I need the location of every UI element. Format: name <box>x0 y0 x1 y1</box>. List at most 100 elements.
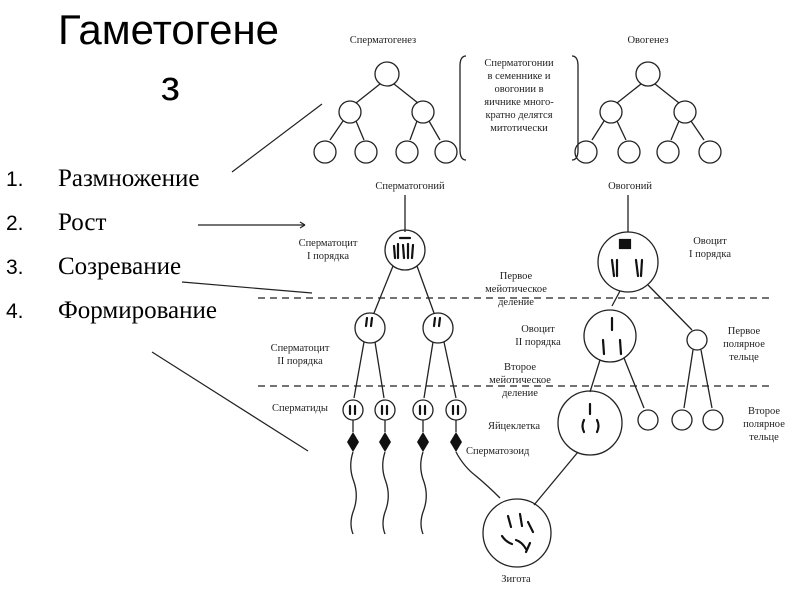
chromosomes-zygote <box>500 512 535 554</box>
stage-label: Размножение <box>58 165 200 192</box>
spermatogonium-cell <box>395 140 419 164</box>
polar-body-2-label: тельце <box>749 432 779 443</box>
spermatid-cell <box>412 399 434 421</box>
polar-body-2-cell <box>671 409 693 431</box>
note-line: в семеннике и <box>488 71 551 82</box>
stage-number: 1. <box>6 168 24 191</box>
oocyte-2-label: Овоцит <box>521 324 555 335</box>
arrow-formation <box>151 351 309 452</box>
chromosomes-spermatocyte-1 <box>392 236 415 260</box>
meiosis-1-label: деление <box>498 297 534 308</box>
stage-item: 3. Созревание <box>0 250 217 294</box>
spermatocyte-2-cell <box>422 312 454 344</box>
stage-label: Формирование <box>58 297 217 324</box>
meiosis-1-label: мейотическое <box>485 284 547 295</box>
arrow-maturation <box>181 281 313 294</box>
spermatocyte-1-cell <box>384 229 426 271</box>
spermatozoon-head <box>450 432 462 452</box>
oo-stem-cell <box>635 61 661 87</box>
stage-number: 4. <box>6 300 24 323</box>
egg-cell <box>557 390 623 456</box>
note-bracket-right <box>571 55 579 161</box>
oogonium-cell <box>617 140 641 164</box>
note-line: кратно делятся <box>485 110 552 121</box>
meiosis-2-label: деление <box>502 388 538 399</box>
zygote-label: Зигота <box>501 574 531 585</box>
polar-body-1-label: тельце <box>729 352 759 363</box>
stage-number: 2. <box>6 212 24 235</box>
stage-item: 2. Рост <box>0 206 217 250</box>
polar-body-1-cell <box>686 329 708 351</box>
title-line-1: Гаметогене <box>58 6 280 53</box>
oogonium-cell <box>574 140 598 164</box>
polar-body-2-cell <box>702 409 724 431</box>
sperm-stem-cell <box>374 61 400 87</box>
oocyte-1-cell <box>597 231 659 293</box>
meiosis-2-label: Второе <box>504 362 536 373</box>
note-line: овогонии в <box>494 84 543 95</box>
polar-body-2-label: Второе <box>748 406 780 417</box>
sperm-mitosis-cell <box>338 100 362 124</box>
zygote-cell <box>482 498 552 568</box>
chromosomes-spermatids <box>348 404 460 416</box>
oogenesis-header: Овогенез <box>627 35 668 46</box>
spermatogenesis-header: Сперматогенез <box>350 35 416 46</box>
spermatogonium-label: Сперматогоний <box>375 181 445 192</box>
spermatocyte-1-label: Сперматоцит <box>299 238 358 249</box>
oocyte-1-label: Овоцит <box>693 236 727 247</box>
sperm-mitosis-cell <box>411 100 435 124</box>
note-line: Сперматогонии <box>484 58 554 69</box>
spermatocyte-2-cell <box>354 312 386 344</box>
spermatocyte-2-label: II порядка <box>277 356 323 367</box>
note-line: митотически <box>490 123 548 134</box>
spermatozoon-head <box>379 432 391 452</box>
sperm-tail <box>455 451 501 499</box>
note-bracket-left <box>459 55 467 161</box>
polar-body-1-label: полярное <box>723 339 765 350</box>
stage-item: 1. Размножение <box>0 162 217 206</box>
chromosomes-oocyte-2 <box>601 316 623 356</box>
oocyte-2-cell <box>583 309 637 363</box>
note-line: яичнике много- <box>484 97 554 108</box>
oocyte-2-label: II порядка <box>515 337 561 348</box>
oogonium-cell <box>656 140 680 164</box>
spermatogonium-cell <box>313 140 337 164</box>
spermatids-label: Сперматиды <box>272 403 328 414</box>
sperm-tail <box>350 451 357 535</box>
spermatocyte-2-label: Сперматоцит <box>271 343 330 354</box>
arrow-reproduction <box>231 103 323 173</box>
spermatogonium-cell <box>354 140 378 164</box>
meiosis-2-label: мейотическое <box>489 375 551 386</box>
oo-mitosis-cell <box>599 100 623 124</box>
chromosomes-oocyte-1 <box>610 238 644 278</box>
meiosis-1-label: Первое <box>500 271 533 282</box>
spermatozoon-head <box>347 432 359 452</box>
stage-label: Рост <box>58 209 107 236</box>
oogonium-label: Овогоний <box>608 181 652 192</box>
spermatid-cell <box>445 399 467 421</box>
chromosomes-spermatocyte-2 <box>364 316 442 328</box>
sperm-tail <box>420 451 427 535</box>
spermatocyte-1-label: I порядка <box>307 251 349 262</box>
spermatid-cell <box>342 399 364 421</box>
title-line-2: з <box>160 62 180 109</box>
chromosomes-egg <box>581 402 600 434</box>
spermatid-cell <box>374 399 396 421</box>
stage-label: Созревание <box>58 253 182 280</box>
spermatogonium-cell <box>434 140 458 164</box>
slide-title: Гаметогене з <box>58 2 308 114</box>
spermatozoon-label: Сперматозоид <box>466 446 530 457</box>
polar-body-1-label: Первое <box>728 326 761 337</box>
stages-list: 1. Размножение 2. Рост 3. Созревание 4. Форм… <box>0 162 217 338</box>
stage-number: 3. <box>6 256 24 279</box>
sperm-tail <box>382 451 389 535</box>
polar-body-2-cell <box>637 409 659 431</box>
polar-body-2-label: полярное <box>743 419 785 430</box>
oogonium-cell <box>698 140 722 164</box>
spermatozoon-head <box>417 432 429 452</box>
oo-mitosis-cell <box>673 100 697 124</box>
stage-item: 4. Формирование <box>0 294 217 338</box>
oocyte-1-label: I порядка <box>689 249 731 260</box>
egg-cell-label: Яйцеклетка <box>488 421 540 432</box>
